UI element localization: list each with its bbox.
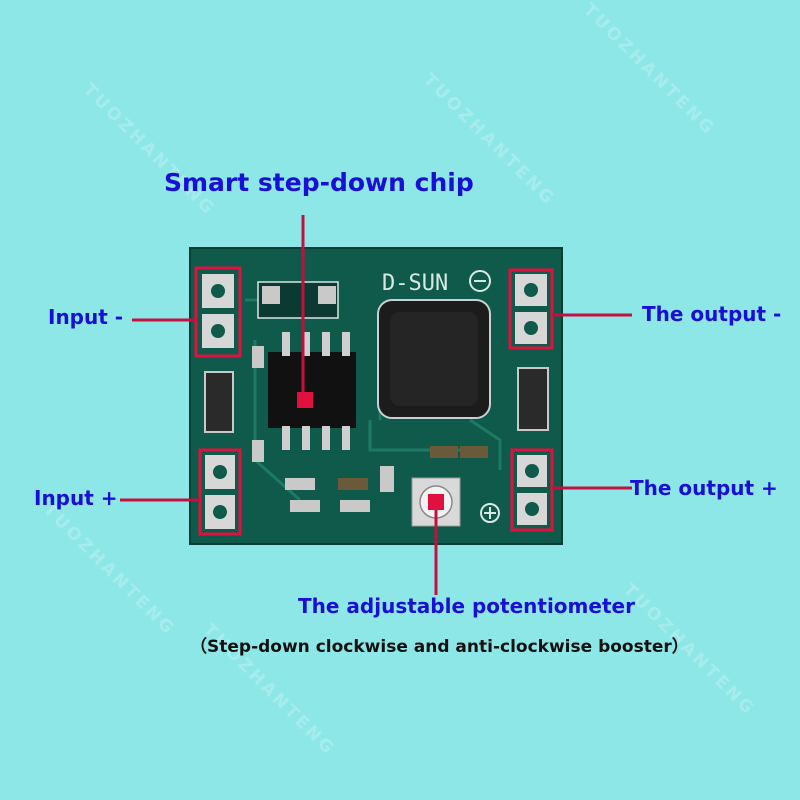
output-plus-pads	[510, 448, 554, 532]
input-minus-pads	[194, 266, 242, 358]
silkscreen-brand: D-SUN	[382, 271, 448, 296]
potentiometer-label: The adjustable potentiometer	[298, 594, 635, 618]
chip-marker	[297, 392, 313, 408]
input-plus-label: Input +	[34, 486, 118, 510]
chip-label: Smart step-down chip	[164, 168, 474, 197]
step-down-chip	[268, 332, 356, 450]
output-minus-label: The output -	[642, 302, 782, 326]
output-minus-pads	[508, 268, 554, 350]
minus-symbol-icon	[469, 270, 491, 292]
plus-symbol-icon	[480, 503, 500, 523]
pcb-board	[189, 247, 563, 545]
potentiometer-note: （Step-down clockwise and anti-clockwise …	[190, 637, 689, 657]
output-plus-label: The output +	[630, 476, 778, 500]
potentiometer-marker	[428, 494, 444, 510]
smd-components	[204, 346, 549, 512]
input-plus-pads	[198, 448, 242, 536]
input-minus-label: Input -	[48, 305, 124, 329]
leader-lines	[120, 215, 632, 595]
